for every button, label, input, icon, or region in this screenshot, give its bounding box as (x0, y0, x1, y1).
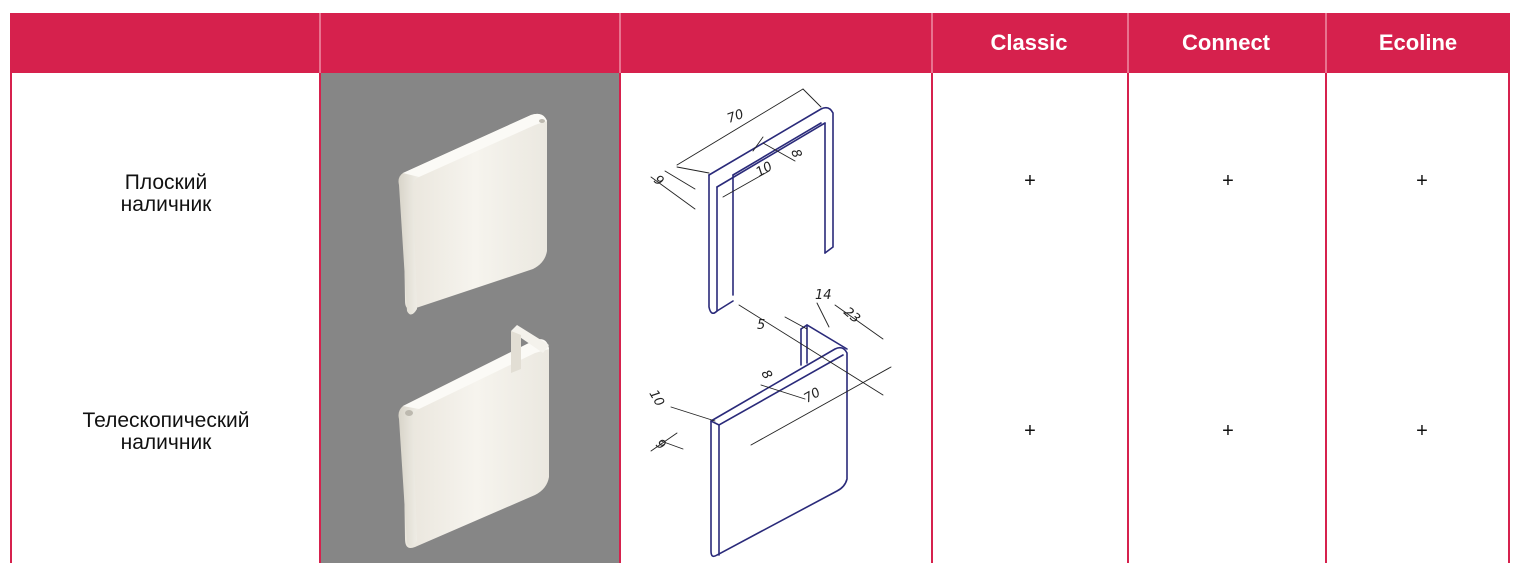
technical-drawings: 70 8 10 9 14 23 5 8 10 70 9 (646, 88, 892, 558)
dim-label: 8 (787, 147, 804, 160)
header-classic: Classic (990, 30, 1068, 55)
telescopic-casing-drawing (650, 302, 892, 558)
header-ecoline: Ecoline (1378, 30, 1458, 55)
casing-photo-image (398, 113, 549, 548)
column-divider (1325, 13, 1327, 563)
header-divider (619, 13, 621, 73)
header-divider (319, 13, 321, 73)
flat-casing-drawing (650, 88, 834, 315)
dim-label: 5 (757, 318, 765, 333)
dim-label: 14 (815, 288, 832, 303)
column-divider (1127, 13, 1129, 563)
product-name-line: наличник (120, 193, 212, 216)
product-name-line: Телескопический (82, 409, 250, 432)
column-divider (619, 13, 621, 563)
product-name-flat: Плоский наличник (12, 172, 320, 216)
technical-drawing-cell: 70 8 10 9 14 23 5 8 10 70 9 (621, 73, 931, 563)
dim-label: 10 (646, 388, 667, 410)
header-divider (1127, 13, 1129, 73)
availability-classic: + (1024, 420, 1036, 442)
table-frame (10, 13, 1510, 563)
availability-ecoline: + (1416, 170, 1428, 192)
telescopic-casing-photo (398, 325, 549, 548)
header-divider (931, 13, 933, 73)
product-photo-cell (321, 73, 619, 563)
product-name-telescopic: Телескопический наличник (12, 410, 320, 454)
dim-label: 70 (725, 107, 746, 127)
column-divider (931, 13, 933, 563)
dim-label: 23 (840, 305, 862, 327)
availability-classic: + (1024, 170, 1036, 192)
availability-ecoline: + (1416, 420, 1428, 442)
flat-casing-photo (398, 113, 547, 315)
header-connect: Connect (1182, 30, 1270, 55)
product-name-line: Плоский (124, 171, 208, 194)
availability-connect: + (1222, 170, 1234, 192)
table-header: Classic Connect Ecoline (10, 13, 1510, 73)
column-divider (319, 13, 321, 563)
availability-connect: + (1222, 420, 1234, 442)
dim-label: 10 (754, 159, 776, 180)
dim-label: 8 (758, 368, 775, 383)
dim-label: 70 (802, 385, 824, 406)
product-name-line: наличник (120, 431, 212, 454)
dim-label: 9 (652, 437, 668, 454)
header-divider (1325, 13, 1327, 73)
